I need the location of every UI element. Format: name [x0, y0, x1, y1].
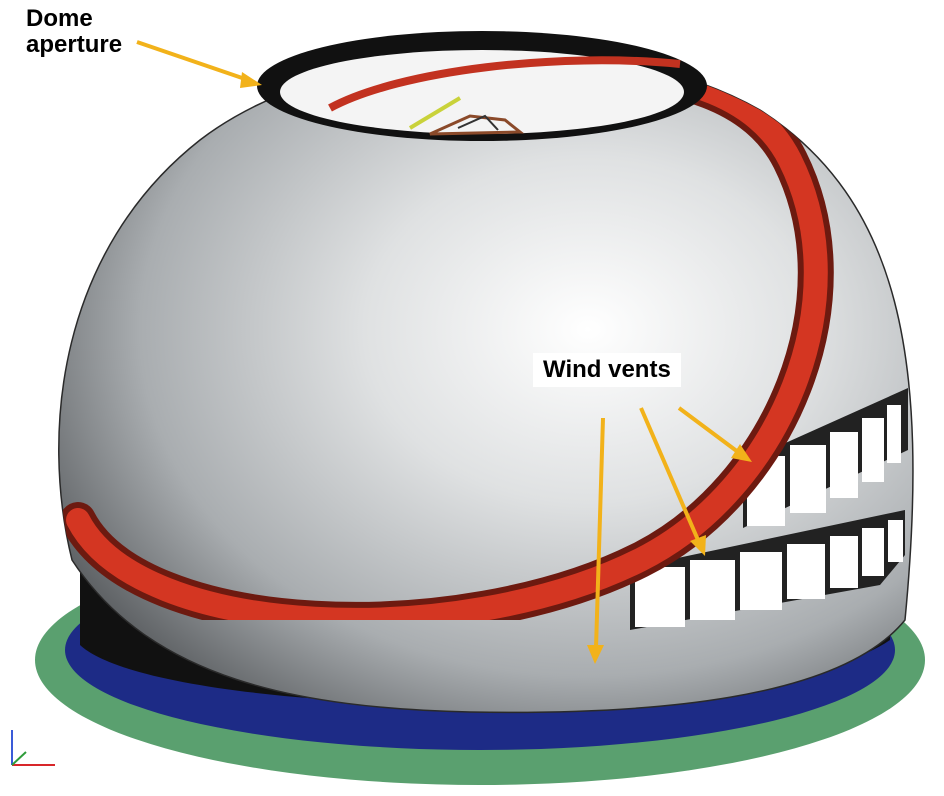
dome-aperture-label-line2: aperture [26, 31, 123, 59]
aperture-inner-red [328, 56, 681, 112]
axis-triad [11, 730, 55, 766]
arrow-wind-vents-down [594, 417, 605, 649]
arrow-wind-vents-mid [639, 407, 700, 541]
dome-aperture-opening [280, 50, 684, 134]
dome-aperture-label-line1: Dome [26, 5, 93, 32]
arrow-wind-vents-down-head [587, 645, 604, 664]
arrow-wind-vents-upper [677, 406, 740, 454]
arrow-wind-vents-mid-head [690, 535, 706, 556]
dome-aperture-label: Dome aperture [26, 5, 166, 59]
arrow-dome-aperture [136, 40, 249, 82]
telescope-structure [408, 96, 525, 136]
wind-vent-row-upper [743, 388, 908, 528]
callout-arrows [136, 40, 752, 664]
arrow-wind-vents-upper-head [731, 444, 752, 462]
wind-vents-label: Wind vents [533, 353, 681, 388]
arrow-dome-aperture-head [240, 72, 262, 88]
